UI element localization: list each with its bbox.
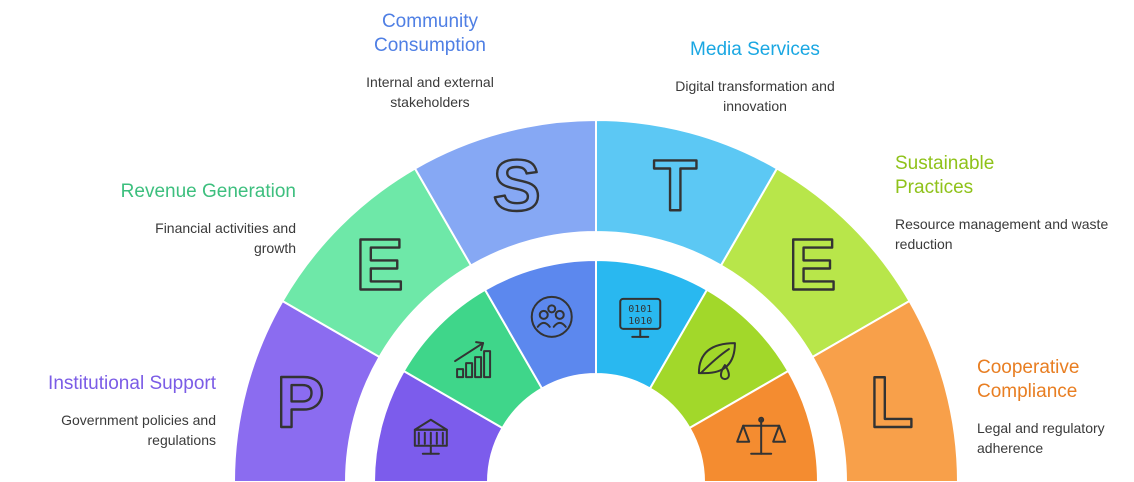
label-revenue-generation: Revenue Generation Financial activities …: [56, 180, 296, 258]
segment-letter-e1: E: [356, 226, 404, 306]
label-cooperative-compliance: Cooperative Compliance Legal and regulat…: [977, 356, 1127, 458]
label-community-consumption: Community Consumption Internal and exter…: [330, 10, 530, 112]
svg-text:1010: 1010: [628, 316, 652, 327]
growth-chart-icon: [454, 341, 492, 379]
segment-letter-t: T: [653, 146, 697, 226]
svg-text:0101: 0101: [628, 304, 652, 315]
segment-description: Digital transformation and innovation: [675, 77, 835, 115]
segment-description: Legal and regulatory adherence: [977, 419, 1105, 456]
segment-title: Cooperative Compliance: [977, 357, 1080, 402]
segment-description: Internal and external stakeholders: [366, 73, 494, 110]
community-people-icon: [530, 295, 573, 338]
segment-description: Government policies and regulations: [61, 411, 216, 449]
segment-letter-e2: E: [788, 226, 836, 306]
segment-title: Institutional Support: [48, 373, 216, 394]
segment-letter-s: S: [493, 146, 541, 226]
segment-description: Financial activities and growth: [155, 219, 296, 257]
segment-title: Revenue Generation: [120, 181, 296, 202]
label-sustainable-practices: Sustainable Practices Resource managemen…: [895, 152, 1125, 254]
leaf-drop-icon: [697, 342, 736, 381]
scales-icon: [736, 416, 787, 455]
segment-letter-p: P: [276, 363, 324, 443]
segment-title: Media Services: [690, 39, 820, 60]
segment-title: Community Consumption: [374, 11, 486, 56]
segment-title: Sustainable Practices: [895, 153, 995, 198]
segment-letter-l: L: [870, 363, 914, 443]
segment-description: Resource management and waste reduction: [895, 215, 1109, 252]
label-media-services: Media Services Digital transformation an…: [640, 38, 870, 116]
label-institutional-support: Institutional Support Government policie…: [0, 372, 216, 450]
institution-building-icon: [413, 418, 448, 455]
